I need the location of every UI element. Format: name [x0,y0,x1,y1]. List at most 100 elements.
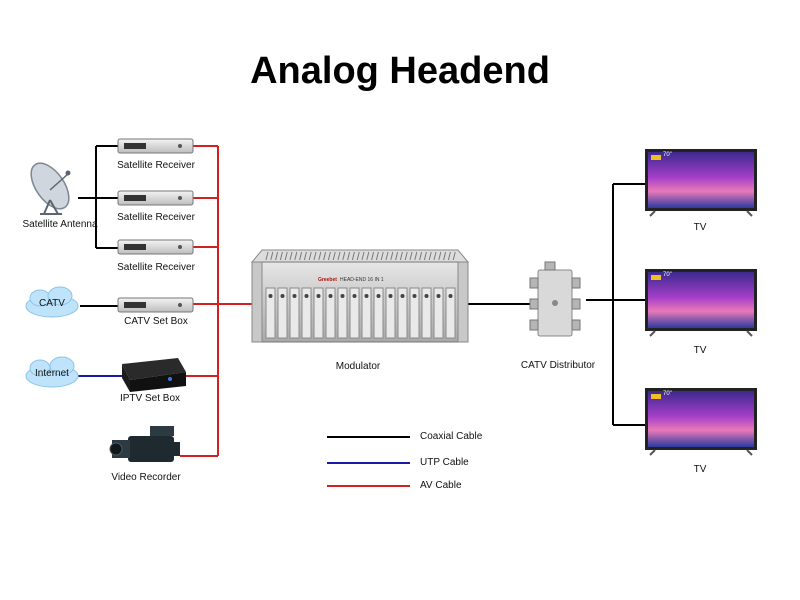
vent-slot [404,251,408,261]
satellite-receiver-2-icon [117,190,194,206]
modulator-card-knob [412,294,417,298]
modulator-card-knob [400,294,405,298]
modulator-card-knob [292,294,297,298]
vent-slot [289,251,293,261]
satellite-receiver-3-label: Satellite Receiver [117,262,195,273]
modulator-card-knob [376,294,381,298]
catv-cloud-label: CATV [39,298,65,309]
iptv-set-box-icon [122,358,186,392]
av-cables [180,145,252,457]
vent-slot [371,251,375,261]
catv-distributor-label: CATV Distributor [520,360,596,371]
modulator-label: Modulator [335,361,381,372]
modulator-card-slot [277,287,288,339]
tv-3-label: TV [693,464,707,475]
satellite-receiver-1-icon [117,138,194,154]
modulator-card-slot [337,287,348,339]
satellite-antenna-icon [30,162,71,215]
legend-label-utp: UTP Cable [420,457,469,468]
tv-1-label: TV [693,222,707,233]
vent-slot [438,251,442,261]
modulator-card-knob [304,294,309,298]
vent-slot [303,251,307,261]
vent-slot [375,251,379,261]
tv-1-badge: 70" [663,152,672,158]
modulator-card-knob [364,294,369,298]
vent-slot [390,251,394,261]
vent-slot [323,251,327,261]
vent-slot [351,251,355,261]
satellite-receiver-1-label: Satellite Receiver [117,160,195,171]
internet-cloud-label: Internet [35,368,69,379]
vent-slot [284,251,288,261]
tv-3-icon [645,388,757,456]
vent-slot [332,251,336,261]
modulator-card-knob [316,294,321,298]
tv-3-badge: 70" [663,391,672,397]
modulator-icon [250,249,470,343]
vent-slot [443,251,447,261]
modulator-card-knob [280,294,285,298]
satellite-receiver-2-label: Satellite Receiver [117,212,195,223]
vent-slot [313,251,317,261]
modulator-card-slot [409,287,420,339]
vent-slot [428,251,432,261]
satellite-antenna-label: Satellite Antenna [22,219,98,230]
modulator-card-knob [352,294,357,298]
vent-slot [447,251,451,261]
page-title: Analog Headend [250,50,550,92]
legend-label-av: AV Cable [420,480,462,491]
iptv-set-box-label: IPTV Set Box [119,393,181,404]
vent-slot [318,251,322,261]
catv-distributor-icon [529,261,581,337]
modulator-card-slot [373,287,384,339]
vent-slot [356,251,360,261]
vent-slot [399,251,403,261]
modulator-card-slot [325,287,336,339]
modulator-card-slot [385,287,396,339]
modulator-card-slot [433,287,444,339]
coaxial-cables [78,145,645,426]
vent-slot [270,251,274,261]
modulator-card-knob [424,294,429,298]
vent-slot [308,251,312,261]
legend [327,436,410,487]
vent-slot [347,251,351,261]
vent-slot [279,251,283,261]
vent-slot [380,251,384,261]
vent-slot [395,251,399,261]
modulator-brand-text: Greebet [318,277,337,283]
tv-2-badge: 70" [663,272,672,278]
tv-2-label: TV [693,345,707,356]
modulator-card-slot [265,287,276,339]
vent-slot [366,251,370,261]
modulator-card-slot [397,287,408,339]
modulator-card-slot [421,287,432,339]
vent-slot [265,251,269,261]
catv-set-box-label: CATV Set Box [124,316,188,327]
catv-set-box-icon [117,297,194,313]
modulator-card-slot [289,287,300,339]
satellite-receiver-3-icon [117,239,194,255]
modulator-card-knob [268,294,273,298]
modulator-card-knob [448,294,453,298]
vent-slot [299,251,303,261]
vent-slot [342,251,346,261]
modulator-card-knob [436,294,441,298]
modulator-card-slot [445,287,456,339]
vent-slot [423,251,427,261]
modulator-card-slot [313,287,324,339]
vent-slot [294,251,298,261]
vent-slot [452,251,456,261]
vent-slot [409,251,413,261]
vent-slot [414,251,418,261]
modulator-panel-text: HEAD-END 16 IN 1 [340,277,384,283]
vent-slot [361,251,365,261]
vent-slot [433,251,437,261]
modulator-card-slot [361,287,372,339]
vent-slot [337,251,341,261]
modulator-card-knob [388,294,393,298]
vent-slot [327,251,331,261]
modulator-card-slot [301,287,312,339]
